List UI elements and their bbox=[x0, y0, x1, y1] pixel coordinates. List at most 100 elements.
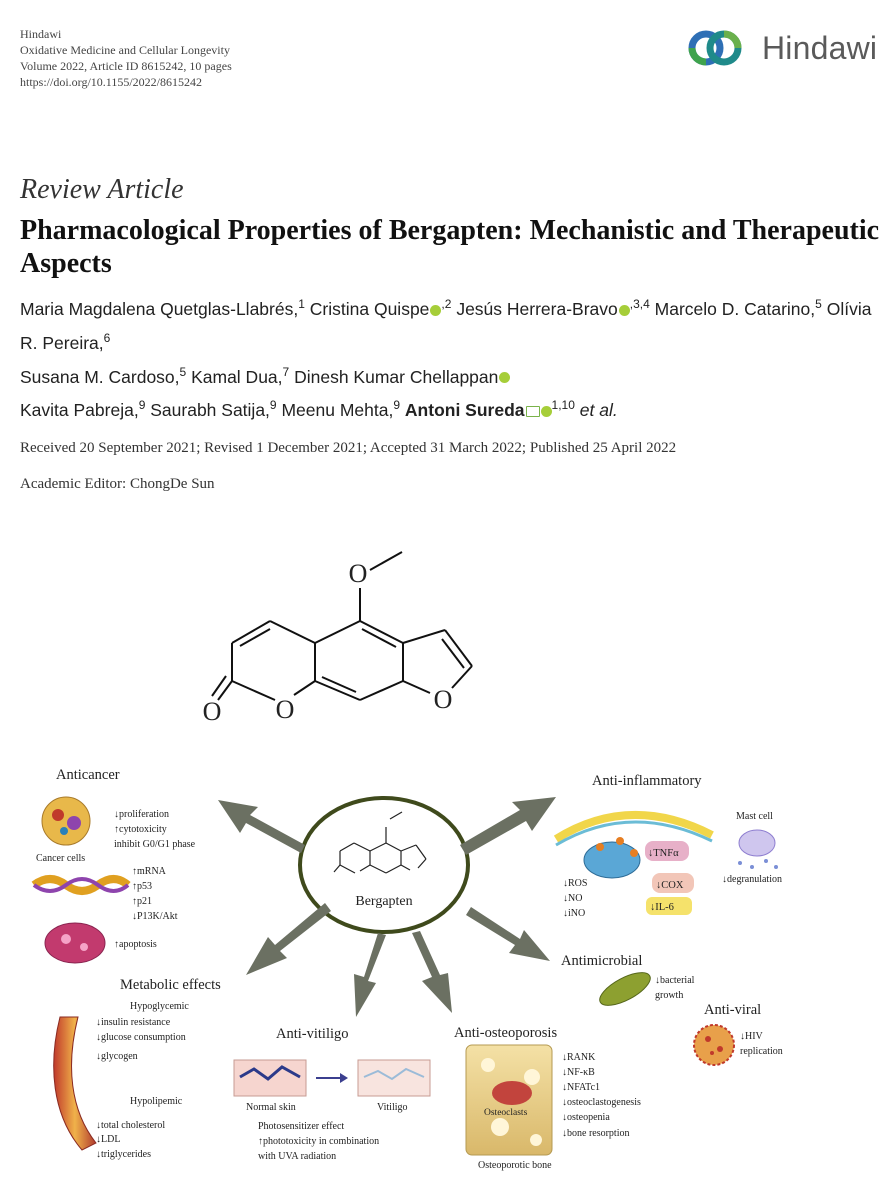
bond bbox=[402, 629, 446, 644]
author-affiliation: 1 bbox=[298, 297, 305, 311]
author-name[interactable]: Kavita Pabreja, bbox=[20, 400, 139, 421]
osteoporosis-effect: ↓osteopenia bbox=[562, 1112, 610, 1123]
arrow-anticancer bbox=[218, 800, 305, 853]
bond bbox=[314, 680, 361, 701]
author-list: Maria Magdalena Quetglas-Llabrés,1 Crist… bbox=[20, 290, 880, 425]
metabolic-effect: ↓glycogen bbox=[96, 1051, 138, 1062]
email-icon[interactable] bbox=[525, 406, 540, 418]
il6-label: ↓IL-6 bbox=[650, 902, 674, 913]
author-affiliation: ,3,4 bbox=[629, 297, 650, 311]
metabolic-effect: ↓total cholesterol bbox=[96, 1120, 165, 1131]
bacteria-icon bbox=[599, 972, 651, 1006]
apoptosis-cell-icon bbox=[44, 922, 106, 964]
orcid-icon[interactable] bbox=[430, 304, 442, 316]
antiviral-title: Anti-viral bbox=[704, 1002, 761, 1018]
author-name[interactable]: Susana M. Cardoso, bbox=[20, 366, 180, 387]
osteoporosis-effect: ↓NFATc1 bbox=[562, 1082, 600, 1093]
bond bbox=[359, 680, 404, 701]
journal-meta: Hindawi Oxidative Medicine and Cellular … bbox=[20, 26, 232, 90]
anticancer-effect: inhibit G0/G1 phase bbox=[114, 839, 196, 850]
bond bbox=[211, 675, 227, 697]
cox-box bbox=[652, 873, 694, 893]
vitiligo-effect: Photosensitizer effect bbox=[258, 1121, 344, 1132]
metabolic-effect: ↓glucose consumption bbox=[96, 1032, 186, 1043]
arrow-antiosteoporosis bbox=[412, 931, 452, 1013]
author-name[interactable]: Saurabh Satija, bbox=[150, 400, 270, 421]
volume-info: Volume 2022, Article ID 8615242, 10 page… bbox=[20, 59, 232, 73]
orcid-icon[interactable] bbox=[540, 406, 552, 418]
membrane-icon bbox=[553, 811, 714, 843]
author-name[interactable]: Meenu Mehta, bbox=[281, 400, 394, 421]
logo-text: Hindawi bbox=[762, 30, 878, 66]
osteoporosis-effect: ↓RANK bbox=[562, 1052, 596, 1063]
metabolic-effect: ↓triglycerides bbox=[96, 1149, 151, 1160]
arrow-metabolic bbox=[246, 903, 331, 975]
vitiligo-effect: ↑phototoxicity in combination bbox=[258, 1136, 379, 1147]
author-name[interactable]: Olívia R. Pereira, bbox=[20, 298, 872, 353]
hindawi-logo-icon[interactable] bbox=[684, 26, 880, 70]
bond bbox=[361, 628, 397, 648]
bond bbox=[231, 680, 276, 701]
furan-oxygen: O bbox=[434, 685, 453, 714]
author-affiliation: 9 bbox=[393, 398, 401, 413]
inflammation-effect: ↓iNO bbox=[563, 908, 585, 919]
antiviral-effect: ↓HIV bbox=[740, 1031, 764, 1042]
hypolipemic-label: Hypolipemic bbox=[130, 1096, 183, 1107]
author-name[interactable]: Maria Magdalena Quetglas-Llabrés, bbox=[20, 298, 299, 319]
cox-label: ↓COX bbox=[656, 880, 684, 891]
anti-inflammatory-title: Anti-inflammatory bbox=[592, 773, 702, 789]
inflammation-effect: ↓ROS bbox=[563, 878, 587, 889]
anticancer-effect: ↓P13K/Akt bbox=[132, 911, 178, 922]
author-name[interactable]: Kamal Dua, bbox=[191, 366, 283, 387]
anticancer-effect: ↑p53 bbox=[132, 881, 152, 892]
author-name[interactable]: Jesús Herrera-Bravo bbox=[456, 298, 618, 319]
bond bbox=[239, 628, 271, 647]
anticancer-effect: ↑apoptosis bbox=[114, 939, 157, 950]
author-affiliation: 9 bbox=[269, 398, 277, 413]
tnf-box bbox=[645, 841, 689, 861]
corresponding-author-name[interactable]: Antoni Sureda bbox=[404, 400, 525, 421]
center-ellipse bbox=[298, 796, 470, 934]
author-affiliation: 5 bbox=[815, 297, 822, 311]
antimicrobial-effect: growth bbox=[655, 990, 683, 1001]
author-affiliation: 5 bbox=[179, 364, 187, 379]
arrow-anti-inflammatory bbox=[460, 797, 556, 855]
doi-link[interactable]: https://doi.org/10.1155/2022/8615242 bbox=[20, 75, 203, 89]
il6-box bbox=[646, 897, 692, 915]
antiviral-effect: replication bbox=[740, 1046, 783, 1057]
antivitiligo-title: Anti-vitiligo bbox=[276, 1026, 349, 1042]
center-structure-icon bbox=[333, 811, 427, 874]
vitiligo-effect: with UVA radiation bbox=[258, 1151, 336, 1162]
publisher-name: Hindawi bbox=[20, 27, 62, 41]
orcid-icon[interactable] bbox=[499, 372, 511, 384]
dna-icon bbox=[31, 875, 131, 895]
bond bbox=[359, 620, 404, 644]
mast-cell-label: Mast cell bbox=[736, 811, 773, 822]
cancer-cells-label: Cancer cells bbox=[36, 853, 85, 864]
mitochondria-icon bbox=[583, 841, 641, 879]
carbonyl-oxygen: O bbox=[203, 697, 222, 726]
article-type: Review Article bbox=[20, 174, 184, 205]
author-name[interactable]: Cristina Quispe bbox=[309, 298, 430, 319]
bond bbox=[451, 665, 473, 689]
bond bbox=[269, 620, 316, 644]
author-affiliation: 1,10 bbox=[551, 398, 575, 413]
bond bbox=[314, 620, 361, 644]
orcid-icon[interactable] bbox=[618, 304, 630, 316]
bergapten-structure: O O O O bbox=[203, 551, 473, 726]
author-affiliation: 6 bbox=[103, 330, 111, 345]
author-affiliation: 9 bbox=[138, 398, 146, 413]
article-title: Pharmacological Properties of Bergapten:… bbox=[20, 215, 880, 279]
publication-dates: Received 20 September 2021; Revised 1 De… bbox=[20, 440, 677, 456]
blood-vessel-icon bbox=[53, 1016, 97, 1151]
anticancer-effect: ↓proliferation bbox=[114, 809, 169, 820]
bond bbox=[217, 680, 233, 701]
osteoporosis-effect: ↓osteoclastogenesis bbox=[562, 1097, 641, 1108]
author-name[interactable]: Dinesh Kumar Chellappan bbox=[294, 366, 499, 387]
bond bbox=[231, 620, 271, 644]
et-al-link[interactable]: et al. bbox=[579, 400, 618, 421]
author-name[interactable]: Marcelo D. Catarino, bbox=[654, 298, 816, 319]
bond bbox=[321, 676, 357, 693]
osteoporosis-effect: ↓NF-κB bbox=[562, 1067, 595, 1078]
osteoclasts-label: Osteoclasts bbox=[484, 1108, 528, 1118]
